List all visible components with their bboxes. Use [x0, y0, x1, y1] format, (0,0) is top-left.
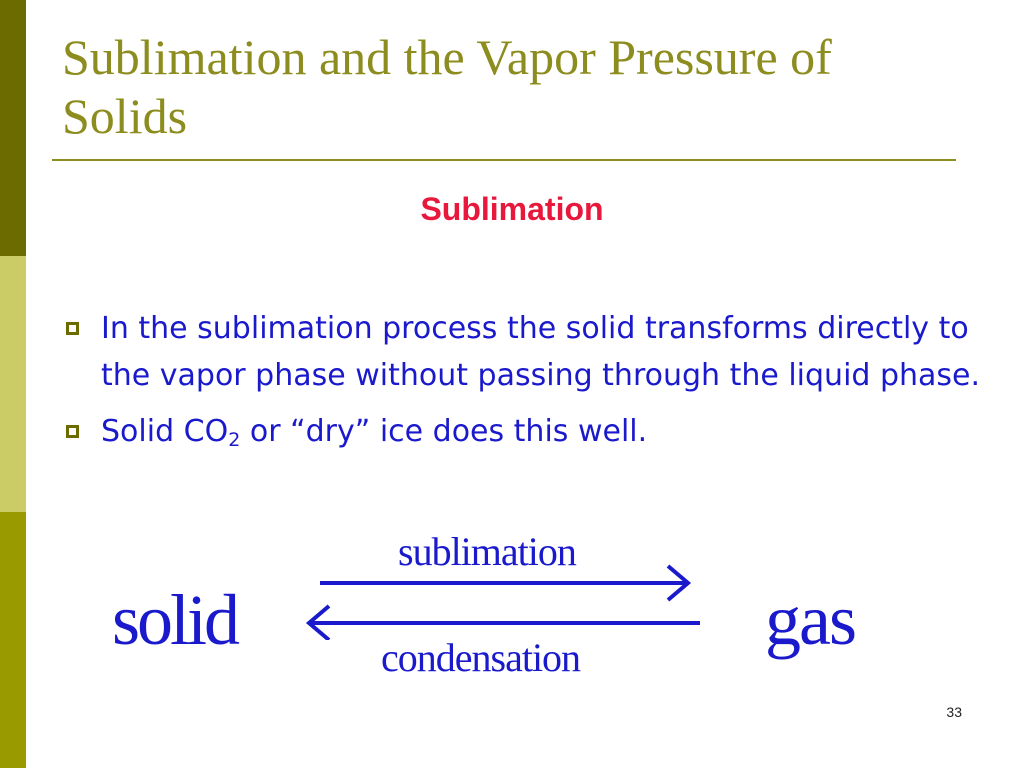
- bullet-text: In the sublimation process the solid tra…: [101, 311, 981, 393]
- bullet-list: In the sublimation process the solid tra…: [62, 305, 982, 464]
- sidebar-bottom-band: [0, 512, 26, 768]
- equilibrium-arrows: [305, 564, 700, 640]
- slide-title: Sublimation and the Vapor Pressure of So…: [62, 29, 832, 144]
- bullet-text-end: or “dry” ice does this well.: [240, 414, 648, 449]
- sublimation-label: sublimation: [398, 529, 577, 574]
- sidebar-middle-band: [0, 256, 26, 512]
- solid-label: solid: [112, 580, 240, 660]
- left-arrow-icon: [305, 604, 700, 640]
- hollow-square-bullet-icon: [66, 425, 79, 438]
- condensation-label: condensation: [381, 635, 581, 680]
- page-number: 33: [946, 704, 962, 720]
- hollow-square-bullet-icon: [66, 322, 79, 335]
- bullet-item: Solid CO2 or “dry” ice does this well.: [62, 408, 982, 455]
- subscript-two: 2: [228, 429, 241, 451]
- sidebar-top-band: [0, 0, 26, 256]
- right-arrow-icon: [320, 564, 692, 602]
- bullet-item: In the sublimation process the solid tra…: [62, 305, 982, 399]
- title-underline: [52, 159, 956, 161]
- gas-label: gas: [765, 580, 857, 660]
- bullet-text-start: Solid CO: [101, 414, 229, 449]
- section-heading: Sublimation: [420, 191, 604, 227]
